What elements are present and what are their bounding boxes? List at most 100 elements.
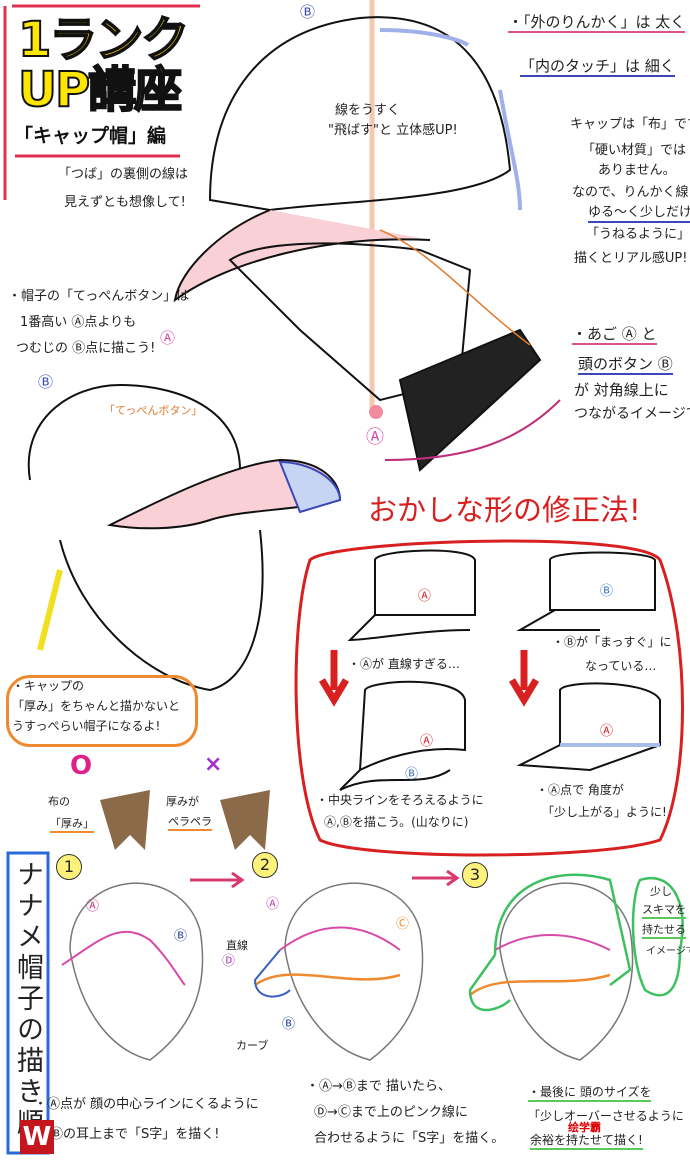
step3-note-bubble (631, 876, 684, 997)
note-chin-2: 頭のボタン Ⓑ (578, 355, 673, 376)
thickness-1: ・キャップの (12, 679, 85, 693)
step1-pink-s (61, 930, 186, 986)
fix-bad-b-2: なっている… (585, 659, 657, 673)
note-button-2: 1番高い Ⓐ点よりも (20, 315, 137, 330)
gap-note-4: イメージで! (646, 946, 690, 957)
note-inner-line: 「内のタッチ」は 細く (520, 57, 675, 78)
bad-mark: × (204, 752, 223, 777)
step2-orange-s (254, 973, 401, 987)
note-cloth-6: 「うねるように」 (586, 227, 690, 242)
thickness-bubble (6, 675, 198, 747)
fix-label-b1: Ⓑ (600, 584, 614, 599)
step2-text-2: Ⓓ→Ⓒまで上のピンク線に (314, 1105, 468, 1120)
step-2-number: 2 (252, 852, 278, 878)
step2-text-1: ・Ⓐ→Ⓑまで 描いたら、 (306, 1079, 452, 1094)
red-arrow-2 (508, 650, 540, 707)
fix-label-a2: Ⓐ (420, 734, 434, 749)
tag-top-button: 「てっぺんボタン」 (104, 404, 203, 417)
blue-outline-hint (379, 28, 470, 47)
fix-cap-2-brim (516, 609, 600, 631)
fix-title: おかしな形の修正法! (368, 493, 641, 527)
step3-head (499, 882, 634, 1061)
gap-note-3: 持たせる (642, 923, 686, 939)
fix-cap-4 (559, 682, 661, 746)
step1-text-1: ・Ⓐ点が 顔の中心ラインにくるように (34, 1097, 259, 1112)
orange-diagonal (379, 229, 531, 346)
step3-orange-s (469, 973, 611, 996)
fix-bad-a: ・Ⓐが 直線すぎる… (348, 657, 460, 671)
step2-head (284, 882, 424, 1061)
step2-label-b: Ⓑ (282, 1017, 296, 1032)
bad-label-1: 厚みが (166, 795, 199, 808)
fix-cap-2 (549, 551, 656, 611)
steps-heading: ナナメ帽子の描き順 (12, 860, 43, 1139)
left-face (59, 529, 264, 692)
fix-good-a-1: ・中央ラインをそろえるように (316, 793, 484, 807)
fix-label-b2: Ⓑ (405, 767, 419, 782)
fix-cap-3-brim (339, 769, 451, 791)
step2-pink-s (279, 926, 401, 951)
fix-cloud-border (294, 539, 684, 857)
thickness-2: 「厚み」をちゃんと描かないと (12, 699, 181, 713)
blue-outline-hint-2 (498, 89, 522, 211)
step2-label-a: Ⓐ (266, 897, 280, 912)
straight-label: 直線 (226, 939, 248, 952)
note-cloth-3: ありません。 (598, 163, 676, 178)
fix-label-a3: Ⓐ (600, 724, 614, 739)
note-outer-line: ・「外のりんかく」は 太く (508, 13, 686, 34)
step1-label-b: Ⓑ (174, 929, 188, 944)
step-3-number: 3 (462, 862, 488, 888)
good-label-2: 「厚み」 (50, 817, 94, 833)
fix-cap-1-brim (347, 614, 471, 642)
step3-text-2: 「少しオーバーさせるように (528, 1109, 684, 1123)
note-cloth-4: なので、りんかく線は (572, 185, 690, 200)
note-chin-3: が 対角線上に (574, 381, 669, 399)
watermark-logo: W (20, 1120, 54, 1154)
left-cap-crown (27, 383, 241, 481)
step3-text-3: 余裕を持たせて描く! (530, 1133, 643, 1150)
thick-hair-bad (220, 790, 270, 850)
note-cloth-7: 描くとリアル感UP! (574, 251, 688, 266)
good-mark: O (70, 751, 93, 781)
step3-green-cap (468, 873, 632, 1012)
step1-head (69, 882, 204, 1061)
fix-good-a-2: Ⓐ,Ⓑを描こう。(山なりに) (324, 815, 469, 829)
thickness-3: うすっぺらい帽子になるよ! (12, 719, 161, 733)
note-cloth-5: ゆる〜く少しだけ (588, 205, 690, 223)
fix-cap-1 (374, 549, 476, 616)
fix-label-a1: Ⓐ (418, 589, 432, 604)
note-thin-1: 線をうすく (335, 103, 401, 118)
pink-arrow (384, 399, 561, 461)
fix-cap-3 (358, 680, 466, 772)
step2-label-d: Ⓓ (222, 954, 236, 969)
yellow-arrow (37, 569, 63, 651)
top-cap-brim (173, 209, 431, 303)
title-line-1: 1ランク (17, 12, 190, 68)
label-b-button: Ⓑ (38, 373, 54, 391)
note-chin-1: ・あご Ⓐ と (572, 325, 657, 346)
red-arrow-1 (318, 650, 350, 707)
fix-cap-4-brim (516, 744, 661, 772)
step2-text-3: 合わせるように「S字」を描く。 (314, 1131, 505, 1146)
step-1-number: 1 (56, 854, 82, 880)
note-brim-1: 「つば」の裏側の線は (58, 167, 189, 182)
thick-hair-good (100, 790, 150, 850)
label-a-button: Ⓐ (160, 329, 176, 347)
step3-text-1: ・最後に 頭のサイズを (528, 1085, 652, 1102)
top-collar (398, 328, 542, 472)
note-button-1: ・帽子の「てっぺんボタン」は (8, 289, 190, 304)
label-b-top: Ⓑ (300, 3, 316, 21)
watermark-text: 绘学霸 (568, 1121, 601, 1134)
gap-note-1: 少し (650, 885, 672, 898)
bad-label-2: ペラペラ (168, 815, 212, 831)
step1-text-2: Ⓑの耳上まで「S字」を描く! (50, 1127, 220, 1142)
top-face (228, 242, 472, 402)
step2-blue-brim (253, 949, 291, 998)
note-brim-2: 見えずとも想像して! (64, 195, 186, 210)
top-cap-crown (208, 16, 512, 212)
step2-label-c: Ⓒ (396, 917, 410, 932)
title-line-2: UP講座 (17, 62, 183, 118)
left-cap-brim-under (278, 460, 342, 514)
